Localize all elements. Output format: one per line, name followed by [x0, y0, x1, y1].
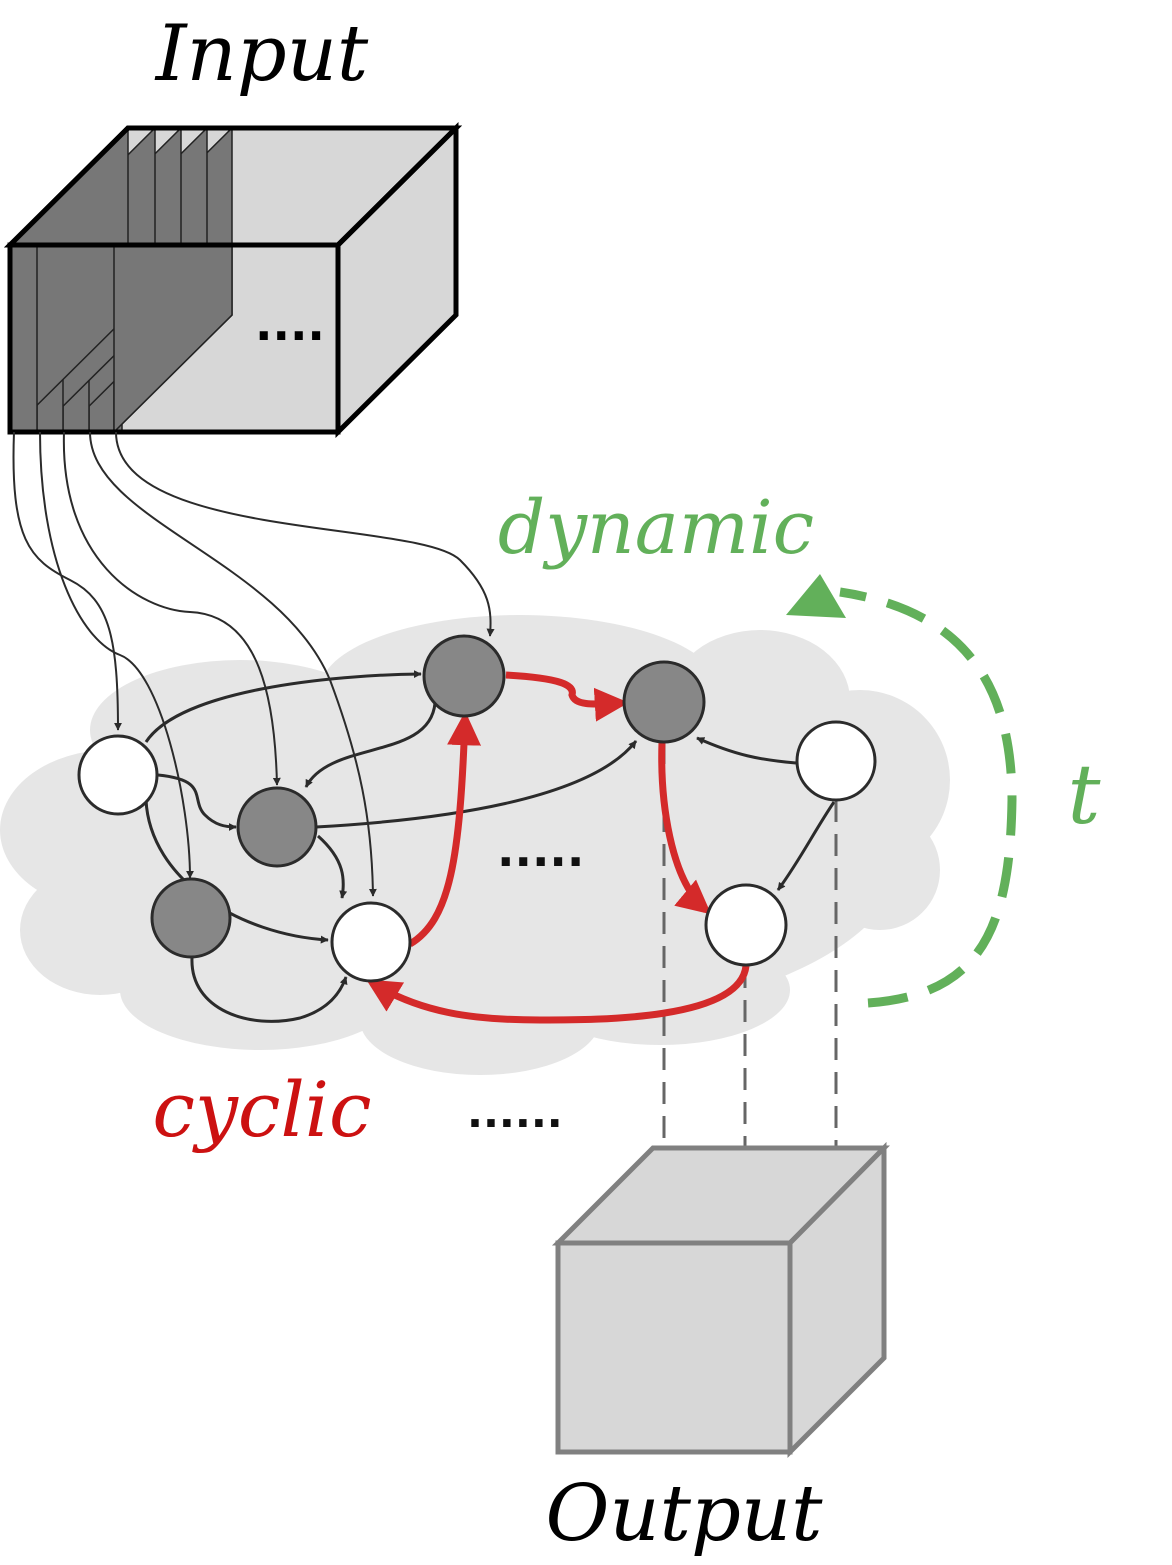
bottom-ellipsis: ...... [467, 1088, 563, 1137]
cloud [0, 615, 950, 1075]
graph-nodes [77, 634, 877, 983]
cyclic-label: cyclic [152, 1065, 371, 1154]
time-label: t [1068, 748, 1102, 843]
graph-node [236, 786, 318, 868]
output-block [551, 1141, 890, 1459]
time-loop-arrowhead [786, 574, 846, 618]
time-loop-arc [839, 587, 1017, 1008]
graph-edges [144, 670, 836, 1023]
input-slices [9, 126, 233, 434]
graph-node [77, 734, 159, 816]
graph-node [622, 660, 706, 744]
output-connections [662, 742, 838, 1147]
graph-node [795, 720, 877, 802]
input-ellipsis: .... [255, 297, 325, 351]
cloud-ellipsis: ..... [497, 823, 584, 877]
input-connections [12, 431, 495, 897]
graph-node [330, 901, 412, 983]
cyclic-path [366, 671, 750, 1024]
graph-node [150, 877, 232, 959]
output-box-front [555, 1240, 793, 1455]
dynamic-label: dynamic [498, 485, 814, 571]
graph-node [704, 883, 788, 967]
input-block: .... [3, 122, 463, 438]
graph-node [422, 634, 506, 718]
time-loop [786, 574, 1017, 1008]
output-title: Output [545, 1469, 823, 1559]
input-title: Input [154, 9, 369, 99]
